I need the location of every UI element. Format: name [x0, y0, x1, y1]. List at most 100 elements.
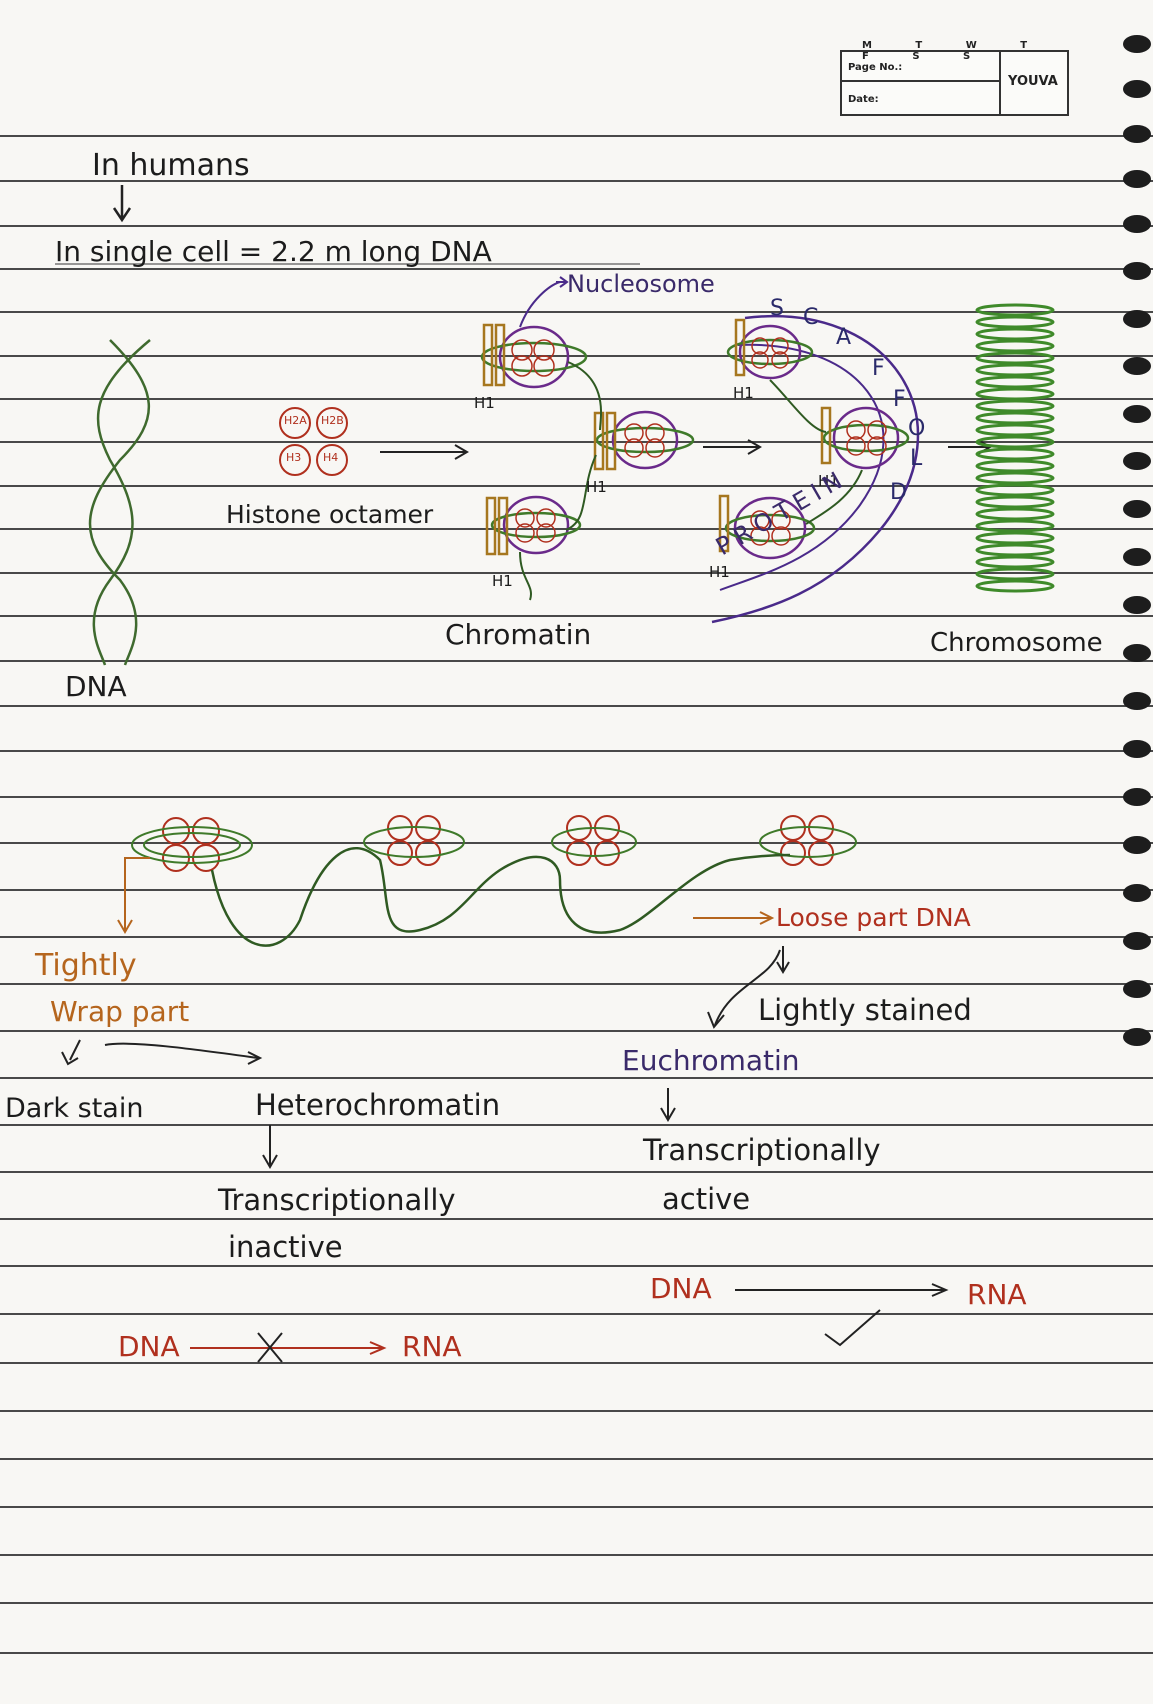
spiral-ring: [1123, 836, 1151, 854]
histone-label-h4: H4: [323, 451, 339, 464]
date-label: Date:: [848, 94, 879, 105]
ruled-line: [0, 983, 1153, 985]
ruled-line: [0, 889, 1153, 891]
label-wrap-part: Wrap part: [50, 995, 190, 1028]
ruled-line: [0, 1506, 1153, 1508]
spiral-ring: [1123, 1028, 1151, 1046]
label-dna-right: DNA: [650, 1272, 712, 1305]
ruled-line: [0, 1458, 1153, 1460]
ruled-line: [0, 1410, 1153, 1412]
histone-label-h2b: H2B: [321, 414, 344, 427]
ruled-line: [0, 135, 1153, 137]
page-header-box: M T W T F S S Page No.: Date: YOUVA: [840, 40, 1069, 116]
label-nucleosome: Nucleosome: [567, 270, 715, 298]
chromosome-coil-icon: [975, 303, 1055, 593]
ruled-line: [0, 1313, 1153, 1315]
spiral-ring: [1123, 80, 1151, 98]
ruled-line: [0, 1171, 1153, 1173]
label-dark-stain: Dark stain: [5, 1093, 144, 1124]
ruled-line: [0, 1554, 1153, 1556]
label-h1: H1: [474, 394, 495, 412]
ruled-line: [0, 1077, 1153, 1079]
ruled-line: [0, 1124, 1153, 1126]
ruled-line: [0, 355, 1153, 357]
page-no-label: Page No.:: [848, 62, 903, 73]
spiral-ring: [1123, 125, 1151, 143]
scaffold-letter: O: [908, 416, 926, 441]
ruled-line: [0, 1652, 1153, 1654]
spiral-ring: [1123, 884, 1151, 902]
label-lightly-stained: Lightly stained: [758, 993, 972, 1027]
ruled-line: [0, 796, 1153, 798]
label-dna: DNA: [65, 670, 127, 703]
histone-octamer-icon: [279, 407, 348, 476]
label-inactive: inactive: [228, 1230, 343, 1264]
label-h1: H1: [709, 563, 730, 581]
label-active: active: [662, 1182, 751, 1216]
spiral-ring: [1123, 644, 1151, 662]
weekday-labels: M T W T F S S: [862, 40, 1048, 62]
spiral-ring: [1123, 932, 1151, 950]
ruled-line: [0, 750, 1153, 752]
ruled-line: [0, 268, 1153, 270]
label-h1: H1: [492, 572, 513, 590]
spiral-ring: [1123, 262, 1151, 280]
ruled-line: [0, 441, 1153, 443]
scaffold-letter: F: [872, 356, 885, 381]
spiral-ring: [1123, 452, 1151, 470]
ruled-line: [0, 936, 1153, 938]
label-tightly: Tightly: [35, 948, 137, 983]
label-hetero-transcriptionally: Transcriptionally: [218, 1183, 456, 1217]
ruled-line: [0, 398, 1153, 400]
spiral-ring: [1123, 310, 1151, 328]
ruled-line: [0, 1362, 1153, 1364]
spiral-ring: [1123, 692, 1151, 710]
spiral-ring: [1123, 170, 1151, 188]
spiral-ring: [1123, 35, 1151, 53]
note-line-in-humans: In humans: [92, 148, 250, 183]
histone-label-h3: H3: [286, 451, 302, 464]
ruled-line: [0, 485, 1153, 487]
label-h1: H1: [586, 478, 607, 496]
ruled-line: [0, 1265, 1153, 1267]
label-h1: H1: [733, 384, 754, 402]
scaffold-letter: S: [770, 296, 784, 321]
scaffold-letter: F: [893, 387, 906, 412]
ruled-line: [0, 1030, 1153, 1032]
label-h1: H1: [818, 472, 839, 490]
label-euchromatin: Euchromatin: [622, 1044, 800, 1077]
scaffold-letter: L: [910, 446, 923, 471]
brand-label: YOUVA: [1008, 74, 1058, 89]
scaffold-letter: D: [890, 480, 907, 505]
ruled-line: [0, 842, 1153, 844]
label-rna-right: RNA: [967, 1278, 1027, 1311]
label-dna-left: DNA: [118, 1330, 180, 1363]
spiral-ring: [1123, 740, 1151, 758]
spiral-ring: [1123, 215, 1151, 233]
label-loose-part-dna: Loose part DNA: [776, 903, 971, 932]
label-rna-left: RNA: [402, 1330, 462, 1363]
scaffold-letter: C: [803, 305, 819, 330]
histone-label-h2a: H2A: [284, 414, 307, 427]
ruled-line: [0, 225, 1153, 227]
spiral-ring: [1123, 596, 1151, 614]
label-heterochromatin: Heterochromatin: [255, 1088, 501, 1122]
spiral-ring: [1123, 548, 1151, 566]
spiral-ring: [1123, 788, 1151, 806]
ruled-line: [0, 615, 1153, 617]
ruled-line: [0, 311, 1153, 313]
note-line-dna-length: In single cell = 2.2 m long DNA: [55, 235, 492, 268]
ruled-line: [0, 705, 1153, 707]
label-eu-transcriptionally: Transcriptionally: [643, 1133, 881, 1167]
ruled-line: [0, 660, 1153, 662]
spiral-ring: [1123, 357, 1151, 375]
label-histone-octamer: Histone octamer: [226, 500, 434, 529]
spiral-ring: [1123, 980, 1151, 998]
scaffold-letter: A: [836, 325, 852, 350]
ruled-line: [0, 1218, 1153, 1220]
ruled-line: [0, 572, 1153, 574]
label-chromatin: Chromatin: [445, 618, 592, 651]
ruled-line: [0, 1602, 1153, 1604]
